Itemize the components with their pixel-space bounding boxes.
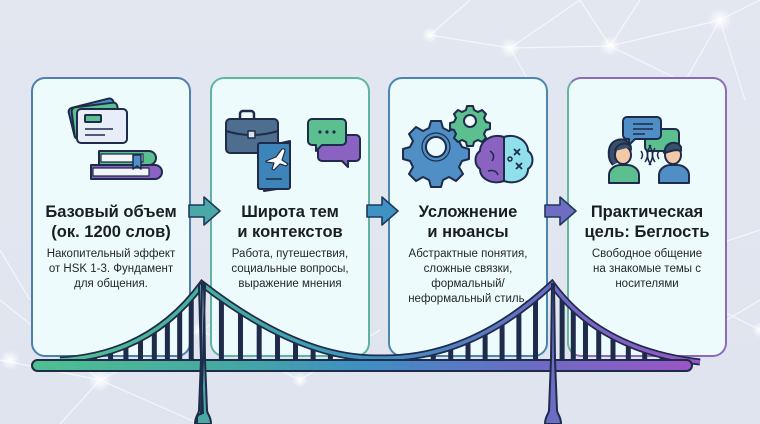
flashcards-books-icon	[67, 97, 163, 180]
gears-brain-icon	[402, 105, 534, 188]
stage-desc-line: выражение мнения	[238, 278, 342, 290]
stage-title-line: (ок. 1200 слов)	[51, 223, 171, 241]
stage-title-line: и контекстов	[237, 223, 343, 241]
stage-desc-line: неформальный стиль.	[408, 293, 528, 305]
stage-title-line: цель: Беглость	[584, 223, 710, 241]
stage-desc-line: от HSK 1-3. Фундамент	[48, 263, 174, 275]
stage-title-line: Усложнение	[418, 203, 518, 221]
arrow-right-icon	[544, 196, 577, 226]
stage-desc-line: на знакомые темы с	[593, 263, 701, 275]
stage-desc-line: носителями	[615, 278, 679, 290]
stage-description: Работа, путешествия, социальные вопросы,…	[218, 247, 362, 292]
briefcase-passport-chat-icon	[225, 109, 361, 192]
stage-desc-line: Работа, путешествия,	[231, 248, 349, 260]
stage-title: Широта тем и контекстов	[218, 202, 362, 242]
stage-desc-line: для общения.	[74, 278, 148, 290]
stage-title-line: Базовый объем	[45, 203, 177, 221]
stage-desc-line: Накопительный эффект	[46, 248, 176, 260]
stage-description: Накопительный эффект от HSK 1-3. Фундаме…	[39, 247, 183, 292]
stage-card-topic-breadth: Широта тем и контекстов Работа, путешест…	[210, 77, 370, 357]
arrow-right-icon	[188, 196, 221, 226]
stage-desc-line: Свободное общение	[591, 248, 703, 260]
stage-title-line: и нюансы	[427, 223, 509, 241]
stage-title: Базовый объем (ок. 1200 слов)	[39, 202, 183, 242]
stage-title-line: Практическая	[590, 203, 704, 221]
arrow-right-icon	[366, 196, 399, 226]
stage-card-fluency-goal: Практическая цель: Беглость Свободное об…	[567, 77, 727, 357]
stage-desc-line: сложные связки,	[423, 263, 513, 275]
stage-title-line: Широта тем	[241, 203, 339, 221]
conversation-people-icon	[607, 116, 690, 184]
stage-card-basic-vocabulary: Базовый объем (ок. 1200 слов) Накопитель…	[31, 77, 191, 357]
stage-description: Абстрактные понятия, сложные связки, фор…	[396, 247, 540, 307]
stage-desc-line: формальный/	[431, 278, 505, 290]
stage-description: Свободное общение на знакомые темы с нос…	[575, 247, 719, 292]
stage-title: Практическая цель: Беглость	[575, 202, 719, 242]
stage-desc-line: социальные вопросы,	[231, 263, 349, 275]
stage-card-complexity: Усложнение и нюансы Абстрактные понятия,…	[388, 77, 548, 357]
stage-desc-line: Абстрактные понятия,	[408, 248, 528, 260]
stage-title: Усложнение и нюансы	[396, 202, 540, 242]
